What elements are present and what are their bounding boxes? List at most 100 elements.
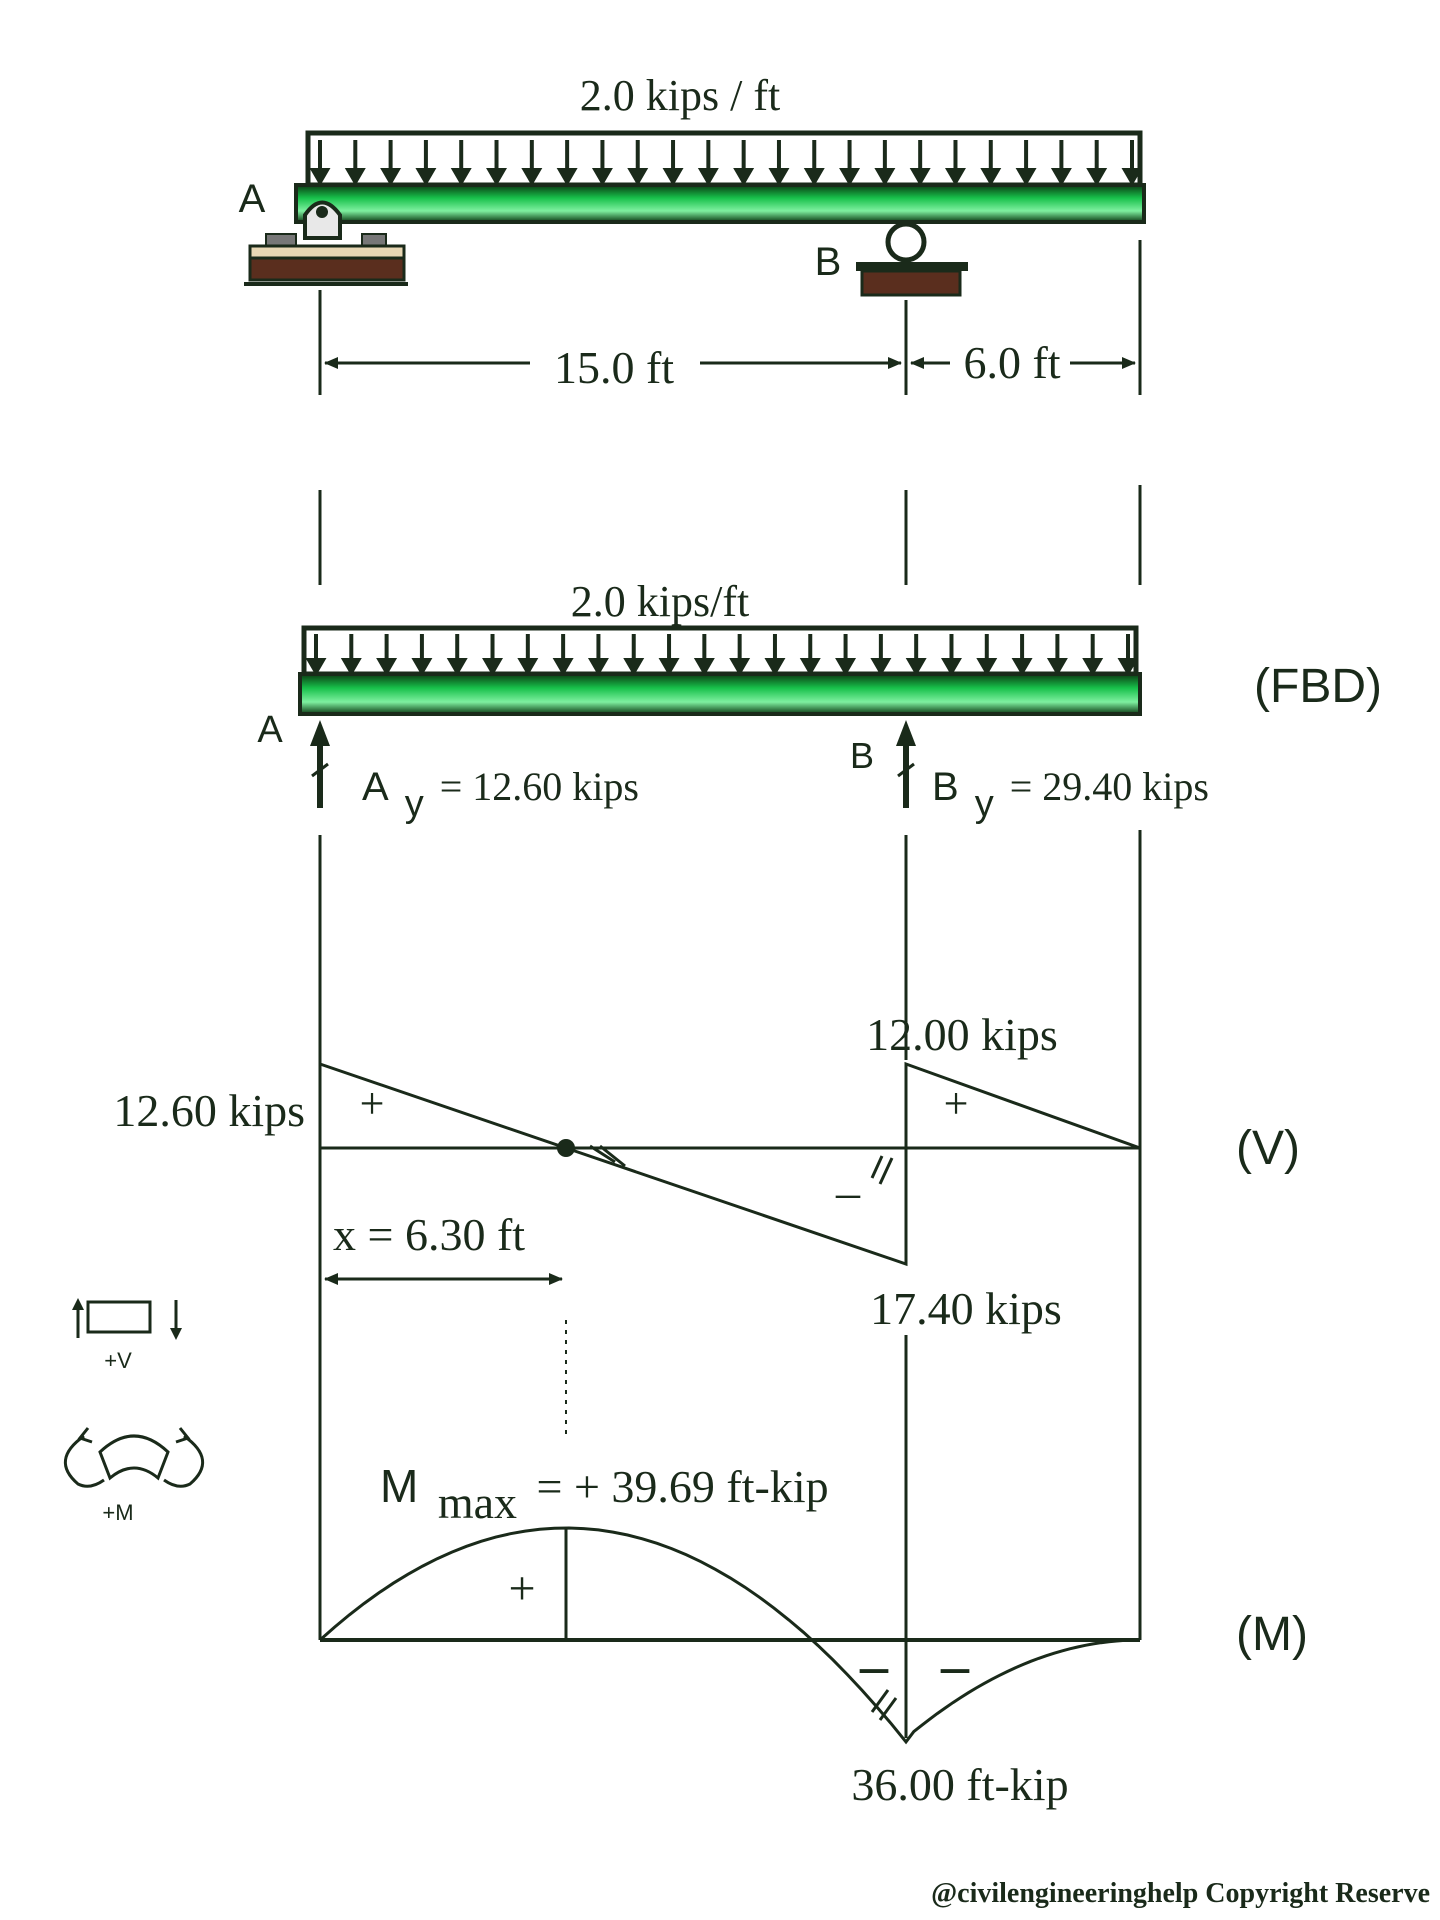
load-arrow-head	[839, 168, 861, 186]
fbd-label-a: A	[257, 709, 283, 751]
load-arrow-head	[1011, 658, 1033, 676]
support-b-label: B	[815, 240, 842, 284]
moment-max-label: M max = + 39.69 ft-kip	[380, 1460, 829, 1528]
load-arrow-head	[446, 658, 468, 676]
roller-support-b	[856, 221, 968, 297]
load-arrow-head	[556, 168, 578, 186]
reaction-arrow-a	[310, 720, 330, 808]
load-arrow-head	[662, 168, 684, 186]
load-arrow-head	[944, 168, 966, 186]
pin-support-a	[244, 200, 408, 286]
moment-diagram	[319, 1526, 1141, 1745]
load-arrow-head	[1015, 168, 1037, 186]
load-arrow-head	[980, 168, 1002, 186]
vertical-guide-lines	[318, 485, 1142, 1640]
load-arrow-head	[733, 168, 755, 186]
shear-plus-right: +	[944, 1079, 969, 1128]
load-arrows-top	[309, 140, 1143, 186]
reaction-a-value: = 12.60 kips	[440, 764, 639, 809]
watermark: @civilengineeringhelp Copyright Reserve	[931, 1878, 1430, 1909]
reaction-b-value: = 29.40 kips	[1010, 764, 1209, 809]
load-arrow-head	[380, 168, 402, 186]
fbd-load-label: 2.0 kips/ft	[571, 577, 749, 626]
shear-positive-region-right	[904, 1061, 1141, 1150]
moment-title: (M)	[1236, 1608, 1308, 1661]
load-arrow-head	[486, 168, 508, 186]
moment-plus: +	[508, 1562, 535, 1615]
moment-max-value: = + 39.69 ft-kip	[537, 1461, 829, 1512]
load-arrow-head	[309, 168, 331, 186]
shear-slope-hatch	[589, 1144, 894, 1185]
load-arrow-head	[340, 658, 362, 676]
load-arrow-head	[1050, 168, 1072, 186]
load-arrow-head	[909, 168, 931, 186]
beam-body	[294, 183, 1146, 224]
load-arrow-head	[976, 658, 998, 676]
load-arrow-head	[697, 168, 719, 186]
shear-sign-label: +V	[104, 1348, 132, 1373]
load-arrow-head	[905, 658, 927, 676]
reaction-b-subscript: y	[975, 783, 994, 825]
load-arrow-head	[623, 658, 645, 676]
reaction-a-symbol: A	[362, 765, 389, 809]
fbd-label-b: B	[850, 735, 874, 776]
reaction-a-subscript: y	[405, 783, 424, 825]
load-arrow-head	[305, 658, 327, 676]
load-arrow-head	[344, 168, 366, 186]
load-arrow-head	[874, 168, 896, 186]
span-ab-label: 15.0 ft	[554, 342, 674, 393]
moment-minus-left: –	[859, 1635, 889, 1697]
load-arrow-head	[587, 658, 609, 676]
load-arrow-head	[591, 168, 613, 186]
load-arrow-head	[627, 168, 649, 186]
moment-min-value: 36.00 ft-kip	[851, 1759, 1068, 1810]
load-arrow-head	[658, 658, 680, 676]
support-a-label: A	[239, 177, 266, 221]
load-arrow-head	[729, 658, 751, 676]
reaction-b-symbol: B	[932, 765, 959, 809]
shear-zero-point-label: x = 6.30 ft	[333, 1209, 525, 1260]
moment-sign-label: +M	[102, 1500, 133, 1525]
moment-slope-hatch	[870, 1689, 898, 1721]
fbd-beam-body	[298, 672, 1142, 716]
load-arrow-head	[799, 658, 821, 676]
reaction-arrow-b	[896, 720, 916, 808]
shear-minus: –	[835, 1166, 861, 1219]
load-arrow-head	[482, 658, 504, 676]
reaction-b-label: B y = 29.40 kips	[932, 764, 1209, 825]
fbd-distributed-load	[301, 625, 1139, 677]
shear-positive-region-left	[318, 1061, 567, 1150]
load-arrows-fbd	[305, 634, 1139, 676]
shear-zero-point	[557, 1139, 575, 1157]
load-arrow-head	[376, 658, 398, 676]
moment-curve	[319, 1526, 1141, 1745]
dimension-extension-lines	[318, 240, 1142, 395]
load-arrow-head	[870, 658, 892, 676]
shear-left-value: 12.60 kips	[113, 1085, 305, 1136]
load-arrow-head	[1086, 168, 1108, 186]
shear-title: (V)	[1236, 1122, 1300, 1175]
moment-max-symbol: M	[380, 1460, 418, 1512]
shear-right-max: 12.00 kips	[866, 1009, 1058, 1060]
load-arrow-head	[552, 658, 574, 676]
load-arrow-head	[1121, 168, 1143, 186]
load-arrow-head	[1117, 658, 1139, 676]
load-arrow-head	[940, 658, 962, 676]
shear-plus-left: +	[360, 1079, 385, 1128]
load-arrow-head	[768, 168, 790, 186]
load-arrow-head	[835, 658, 857, 676]
load-arrow-head	[693, 658, 715, 676]
shear-min-value: 17.40 kips	[870, 1283, 1062, 1334]
beam-distributed-load	[305, 130, 1143, 188]
shear-diagram	[318, 1061, 1141, 1267]
load-arrow-head	[803, 168, 825, 186]
load-arrow-head	[415, 168, 437, 186]
moment-minus-right: –	[940, 1635, 970, 1697]
load-arrow-head	[764, 658, 786, 676]
reaction-a-label: A y = 12.60 kips	[362, 764, 639, 825]
load-arrow-head	[517, 658, 539, 676]
moment-sign-convention	[63, 1427, 205, 1488]
fbd-title: (FBD)	[1254, 660, 1382, 713]
load-arrow-head	[450, 168, 472, 186]
shear-sign-convention	[72, 1298, 182, 1340]
